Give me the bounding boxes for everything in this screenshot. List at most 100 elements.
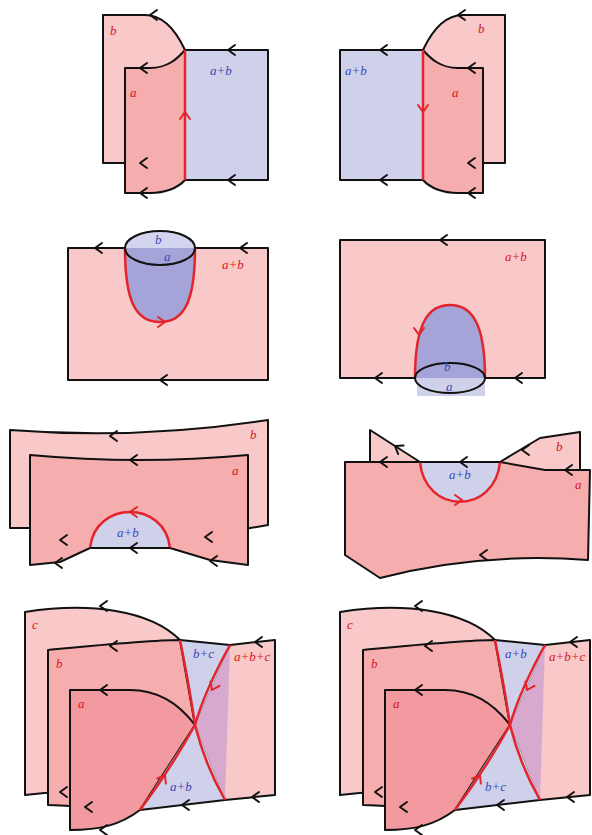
facet-lower <box>455 725 540 810</box>
orientation-arrow <box>130 543 137 553</box>
edge <box>455 800 540 810</box>
seam <box>495 640 540 800</box>
sheet-label: b <box>478 22 485 36</box>
sheet-label: a <box>452 86 459 100</box>
orientation-arrow <box>497 800 504 810</box>
panel <box>68 231 268 385</box>
sheet-label: a+b+c <box>234 650 270 664</box>
sheet-a <box>345 462 590 578</box>
orientation-arrow <box>458 10 465 20</box>
orientation-arrow <box>455 495 462 505</box>
orientation-arrow <box>472 773 484 784</box>
orientation-arrow <box>380 175 387 185</box>
orientation-arrow <box>210 556 217 566</box>
seam <box>422 50 425 180</box>
sheet-label: b <box>155 233 162 247</box>
sheet-label: a <box>575 478 582 492</box>
orientation-arrow <box>130 455 137 465</box>
sheet-label: b <box>371 657 378 671</box>
sheet-a <box>30 455 248 565</box>
sheet-label: a+b <box>505 250 527 264</box>
orientation-arrow <box>375 787 382 797</box>
sheet-label: a+b <box>449 468 471 482</box>
sheet-a-plus-b <box>185 50 268 180</box>
orientation-arrow <box>440 235 447 245</box>
orientation-arrow <box>375 373 382 383</box>
sheet-label: b <box>556 440 563 454</box>
sheet-label: a+b <box>345 64 367 78</box>
orientation-arrow <box>100 825 107 835</box>
orientation-arrow <box>240 243 247 253</box>
facet-a-plus-b <box>420 462 500 502</box>
sheet-label: b <box>110 24 117 38</box>
seam <box>140 645 230 810</box>
orientation-arrow <box>205 532 212 542</box>
sheet-label: a <box>393 697 400 711</box>
sheet-label: a+b+c <box>549 650 585 664</box>
orientation-arrow <box>415 601 422 611</box>
seam <box>184 50 187 180</box>
sheet-a <box>423 50 483 193</box>
orientation-arrow <box>468 188 475 198</box>
facet-lower <box>140 725 225 810</box>
orientation-arrow <box>522 682 534 693</box>
sheet-label: a+b <box>222 258 244 272</box>
orientation-arrow <box>100 601 107 611</box>
panel <box>25 601 275 835</box>
orientation-arrow <box>110 431 117 441</box>
orientation-arrow <box>228 45 235 55</box>
sheet-a <box>125 50 185 193</box>
panel <box>340 10 505 198</box>
orientation-arrow <box>565 465 572 475</box>
orientation-arrow <box>522 445 529 455</box>
orientation-arrow <box>468 158 475 168</box>
sheet-label: a <box>232 464 239 478</box>
orientation-arrow <box>140 188 147 198</box>
sheet-a-plus-b <box>68 248 268 380</box>
orientation-arrow <box>130 507 137 517</box>
orientation-arrow <box>160 375 167 385</box>
orientation-arrow <box>207 682 219 693</box>
sheet-label: b+c <box>485 780 506 794</box>
panel <box>10 420 268 568</box>
panel <box>340 601 590 835</box>
orientation-arrow <box>392 442 403 454</box>
sheet-label: a+b <box>505 647 527 661</box>
orientation-arrow <box>55 558 62 568</box>
orientation-arrow <box>158 317 165 327</box>
orientation-arrow <box>460 457 467 467</box>
orientation-arrow <box>414 328 424 335</box>
orientation-arrow <box>380 457 387 467</box>
orientation-arrow <box>157 773 169 784</box>
orientation-arrow <box>425 641 432 651</box>
orientation-arrow <box>418 105 428 112</box>
seam <box>420 462 500 502</box>
sheet-label: a <box>130 86 137 100</box>
orientation-arrow <box>110 641 117 651</box>
sheet-label: a <box>446 380 453 394</box>
orientation-arrow <box>515 373 522 383</box>
sheet-a-plus-b <box>340 50 423 180</box>
orientation-arrow <box>140 158 147 168</box>
panel <box>345 430 590 578</box>
orientation-arrow <box>60 787 67 797</box>
seam <box>90 512 170 548</box>
orientation-arrow <box>570 637 577 647</box>
sheet-label: a <box>164 250 171 264</box>
sheet-label: c <box>32 618 38 632</box>
orientation-arrow <box>150 10 157 20</box>
orientation-arrow <box>60 535 67 545</box>
orientation-arrow <box>567 792 574 802</box>
sheet-label: b+c <box>193 647 214 661</box>
facet-a-plus-b <box>90 512 170 548</box>
orientation-arrow <box>468 63 475 73</box>
edge <box>140 800 225 810</box>
orientation-arrow <box>415 685 422 695</box>
sheet-a-plus-b <box>340 240 545 378</box>
sheet-label: a <box>78 697 85 711</box>
sheet-label: b <box>444 360 451 374</box>
orientation-arrow <box>480 550 487 560</box>
orientation-arrow <box>380 45 387 55</box>
